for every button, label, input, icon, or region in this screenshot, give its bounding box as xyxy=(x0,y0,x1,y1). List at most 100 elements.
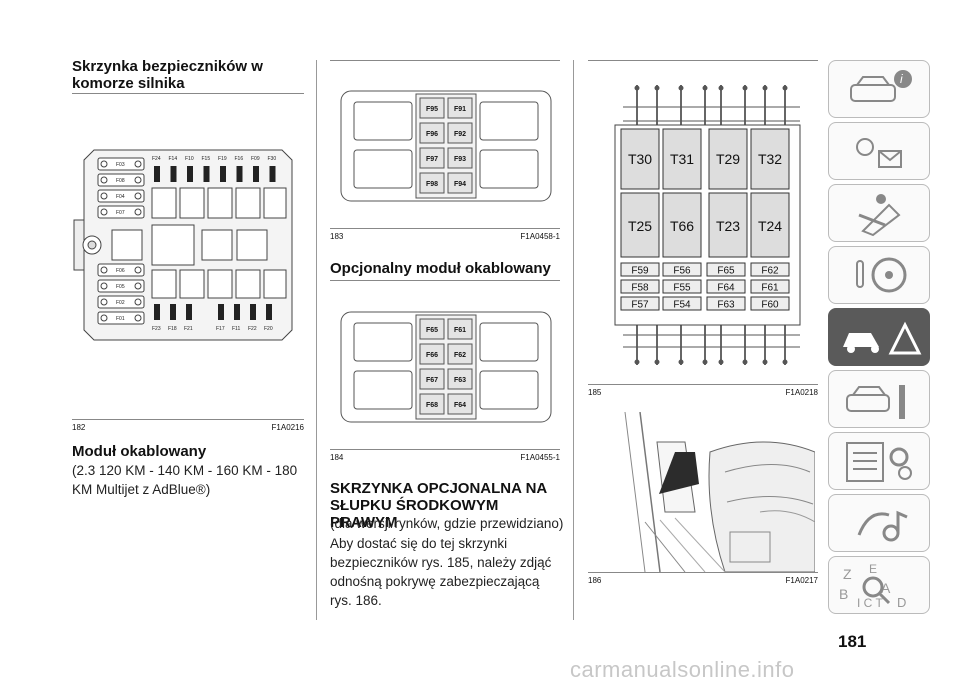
svg-text:F07: F07 xyxy=(116,210,125,216)
relay: T66 xyxy=(662,192,702,258)
fuse-slot: F55 xyxy=(662,279,702,294)
svg-text:F56: F56 xyxy=(673,266,691,277)
fuse-slot: F63 xyxy=(706,296,746,311)
fuse-label: F24 xyxy=(152,156,161,162)
fuse-slot: F58 xyxy=(620,279,660,294)
sidebar-emergency-icon[interactable] xyxy=(828,308,930,366)
optional-module-heading: Opcjonalny moduł okablowany xyxy=(330,260,551,277)
blade-fuse xyxy=(187,166,193,182)
sidebar-multimedia-icon[interactable] xyxy=(828,494,930,552)
fuse-label: F18 xyxy=(168,326,177,332)
svg-text:T32: T32 xyxy=(758,151,782,167)
fuse-label: F23 xyxy=(152,326,161,332)
figure-code: F1A0217 xyxy=(785,576,818,585)
blade-fuse xyxy=(203,166,210,182)
blade-fuse xyxy=(236,166,243,182)
figure-code: F1A0216 xyxy=(271,423,304,432)
svg-text:F61: F61 xyxy=(761,283,779,294)
svg-text:A: A xyxy=(881,580,891,596)
right-top-rule xyxy=(588,60,818,61)
svg-text:F02: F02 xyxy=(116,300,125,306)
figure-number: 184 xyxy=(330,453,344,462)
sidebar-car-info-icon[interactable]: i xyxy=(828,60,930,118)
figure-number: 186 xyxy=(588,576,602,585)
svg-text:T66: T66 xyxy=(670,218,694,234)
svg-text:F63: F63 xyxy=(454,377,466,384)
svg-text:Z: Z xyxy=(843,566,852,582)
sidebar-technical-data-icon[interactable] xyxy=(828,432,930,490)
svg-text:T29: T29 xyxy=(716,151,740,167)
fuse-slot: F65 xyxy=(419,318,445,340)
pillar-box-heading: SKRZYNKA OPCJONALNA NA SŁUPKU ŚRODKOWYM … xyxy=(330,480,547,531)
svg-text:F57: F57 xyxy=(631,300,649,311)
fuse-label: F09 xyxy=(251,156,260,162)
fuse-slot: F62 xyxy=(447,343,473,365)
fuse-slot: F97 xyxy=(419,147,445,169)
svg-text:F96: F96 xyxy=(426,131,438,138)
svg-text:F95: F95 xyxy=(426,106,438,113)
svg-text:F67: F67 xyxy=(426,377,438,384)
figure-number: 182 xyxy=(72,423,86,432)
figure-184-caption: 184 F1A0455-1 xyxy=(330,449,560,462)
relay: T29 xyxy=(708,128,748,190)
svg-text:F68: F68 xyxy=(426,402,438,409)
blade-fuse xyxy=(170,166,177,182)
relay: T31 xyxy=(662,128,702,190)
svg-text:F66: F66 xyxy=(426,352,438,359)
figure-183-caption: 183 F1A0458-1 xyxy=(330,228,560,241)
fuse-slot: F54 xyxy=(662,296,702,311)
sidebar-safety-icon[interactable] xyxy=(828,184,930,242)
fuse-label: F17 xyxy=(216,326,225,332)
figure-185-caption: 185 F1A0218 xyxy=(588,384,818,397)
fuse-slot: F56 xyxy=(662,262,702,277)
fuse-label: F21 xyxy=(184,326,193,332)
svg-text:F98: F98 xyxy=(426,181,438,188)
blade-fuse xyxy=(154,166,160,182)
fuse-label: F16 xyxy=(235,156,244,162)
fuse-slot: F66 xyxy=(419,343,445,365)
fuse-label: F20 xyxy=(264,326,273,332)
svg-text:F05: F05 xyxy=(116,284,125,290)
fuse-slot: F57 xyxy=(620,296,660,311)
svg-text:T30: T30 xyxy=(628,151,652,167)
sidebar-warning-lights-icon[interactable] xyxy=(828,122,930,180)
mid-top-rule xyxy=(330,60,560,61)
side-fuse: F03 xyxy=(97,157,145,171)
blade-fuse xyxy=(234,304,240,320)
svg-text:F55: F55 xyxy=(673,283,691,294)
blade-fuse xyxy=(269,166,276,182)
svg-text:F92: F92 xyxy=(454,131,466,138)
figure-code: F1A0455-1 xyxy=(520,453,560,462)
svg-text:F62: F62 xyxy=(761,266,779,277)
fuse-slot: F63 xyxy=(447,368,473,390)
svg-text:F04: F04 xyxy=(116,194,125,200)
relay: T32 xyxy=(750,128,790,190)
page-number: 181 xyxy=(838,632,867,651)
wired-module-text: (2.3 120 KM - 140 KM - 160 KM - 180 KM M… xyxy=(72,463,298,497)
blade-fuse xyxy=(186,304,192,320)
svg-text:i: i xyxy=(900,72,903,86)
pillar-box-text: Aby dostać się do tej skrzynki bezpieczn… xyxy=(330,536,552,608)
svg-text:T25: T25 xyxy=(628,218,652,234)
svg-text:F65: F65 xyxy=(717,266,735,277)
sidebar-maintenance-icon[interactable] xyxy=(828,370,930,428)
svg-text:F54: F54 xyxy=(673,300,691,311)
fuse-slot: F98 xyxy=(419,172,445,194)
blade-fuse xyxy=(218,304,224,320)
svg-text:F03: F03 xyxy=(116,162,125,168)
svg-text:F93: F93 xyxy=(454,156,466,163)
fuse-slot: F59 xyxy=(620,262,660,277)
figure-code: F1A0218 xyxy=(785,388,818,397)
column-divider-1 xyxy=(316,60,317,620)
svg-text:T23: T23 xyxy=(716,218,740,234)
fuse-slot: F92 xyxy=(447,122,473,144)
side-fuse: F06 xyxy=(97,263,145,277)
svg-text:F01: F01 xyxy=(116,316,125,322)
svg-text:F59: F59 xyxy=(631,266,649,277)
blade-fuse xyxy=(250,304,256,320)
wired-module-heading: Moduł okablowany xyxy=(72,443,207,460)
sidebar-driving-icon[interactable] xyxy=(828,246,930,304)
